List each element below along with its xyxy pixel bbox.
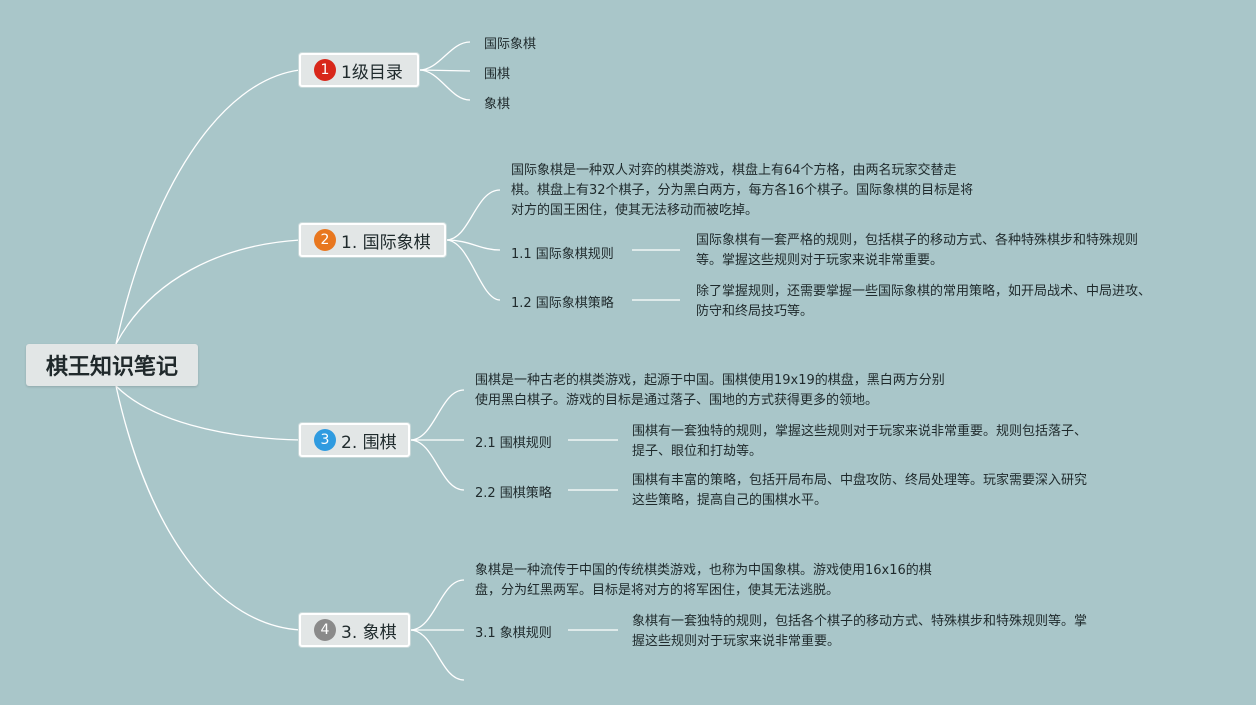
topic-1-child-2[interactable]: 围棋 [484,67,511,82]
connector-root-topic-3 [115,385,301,441]
topic-1-child-3[interactable]: 象棋 [484,97,511,112]
badge-1-icon: 1 [314,59,336,81]
topic-3-sub-2-text[interactable]: 围棋有丰富的策略，包括开局布局、中盘攻防、终局处理等。玩家需要深入研究 这些策略… [632,473,1088,508]
topic-4-label: 3. 象棋 [341,622,397,643]
badge-4-icon: 4 [314,619,336,641]
topic-4-intro[interactable]: 象棋是一种流传于中国的传统棋类游戏，也称为中国象棋。游戏使用16x16的棋 盘，… [475,563,932,598]
topic-2-sub-1-text[interactable]: 国际象棋有一套严格的规则，包括棋子的移动方式、各种特殊棋步和特殊规则 等。掌握这… [696,233,1139,268]
topic-4[interactable]: 4 3. 象棋 [299,613,410,647]
topic-1[interactable]: 1 1级目录 [299,53,419,87]
connector-t2-intro [445,189,501,241]
connector-t2-s2 [445,239,501,301]
topic-3-sub-1-label[interactable]: 2.1 围棋规则 [475,436,552,451]
connector-t1-c3 [418,69,471,101]
connector-t4-extra [409,629,465,681]
topic-2-sub-2-label[interactable]: 1.2 国际象棋策略 [511,296,614,311]
connector-t1-c1 [418,41,471,71]
topic-3-label: 2. 围棋 [341,432,397,453]
topic-4-sub-1-text[interactable]: 象棋有一套独特的规则，包括各个棋子的移动方式、特殊棋步和特殊规则等。掌 握这些规… [632,614,1088,649]
connector-t4-intro [409,579,465,631]
connector-root-topic-4 [115,385,301,631]
connector-root-topic-1 [115,69,301,345]
topic-2[interactable]: 2 1. 国际象棋 [299,223,446,257]
topic-1-child-1[interactable]: 国际象棋 [484,37,537,52]
topic-2-sub-1-label[interactable]: 1.1 国际象棋规则 [511,247,614,262]
topic-3-intro[interactable]: 围棋是一种古老的棋类游戏，起源于中国。围棋使用19x19的棋盘，黑白两方分别 使… [475,373,945,408]
topic-4-sub-1-label[interactable]: 3.1 象棋规则 [475,626,552,641]
connector-t2-s1 [445,239,501,251]
badge-3-icon: 3 [314,429,336,451]
connector-root-topic-2 [115,239,301,345]
connector-t3-s2 [409,439,465,491]
topic-3-sub-1-text[interactable]: 围棋有一套独特的规则，掌握这些规则对于玩家来说非常重要。规则包括落子、 提子、眼… [632,424,1088,459]
connector-t3-intro [409,389,465,441]
topic-1-label: 1级目录 [341,62,403,83]
root-topic[interactable]: 棋王知识笔记 [26,344,198,386]
topic-2-sub-2-text[interactable]: 除了掌握规则，还需要掌握一些国际象棋的常用策略，如开局战术、中局进攻、 防守和终… [696,284,1152,319]
topic-2-label: 1. 国际象棋 [341,232,431,253]
topic-3-sub-2-label[interactable]: 2.2 围棋策略 [475,486,552,501]
topic-2-intro[interactable]: 国际象棋是一种双人对弈的棋类游戏，棋盘上有64个方格，由两名玩家交替走 棋。棋盘… [511,163,974,218]
topic-3[interactable]: 3 2. 围棋 [299,423,410,457]
connector-t1-c2 [418,69,471,72]
badge-2-icon: 2 [314,229,336,251]
